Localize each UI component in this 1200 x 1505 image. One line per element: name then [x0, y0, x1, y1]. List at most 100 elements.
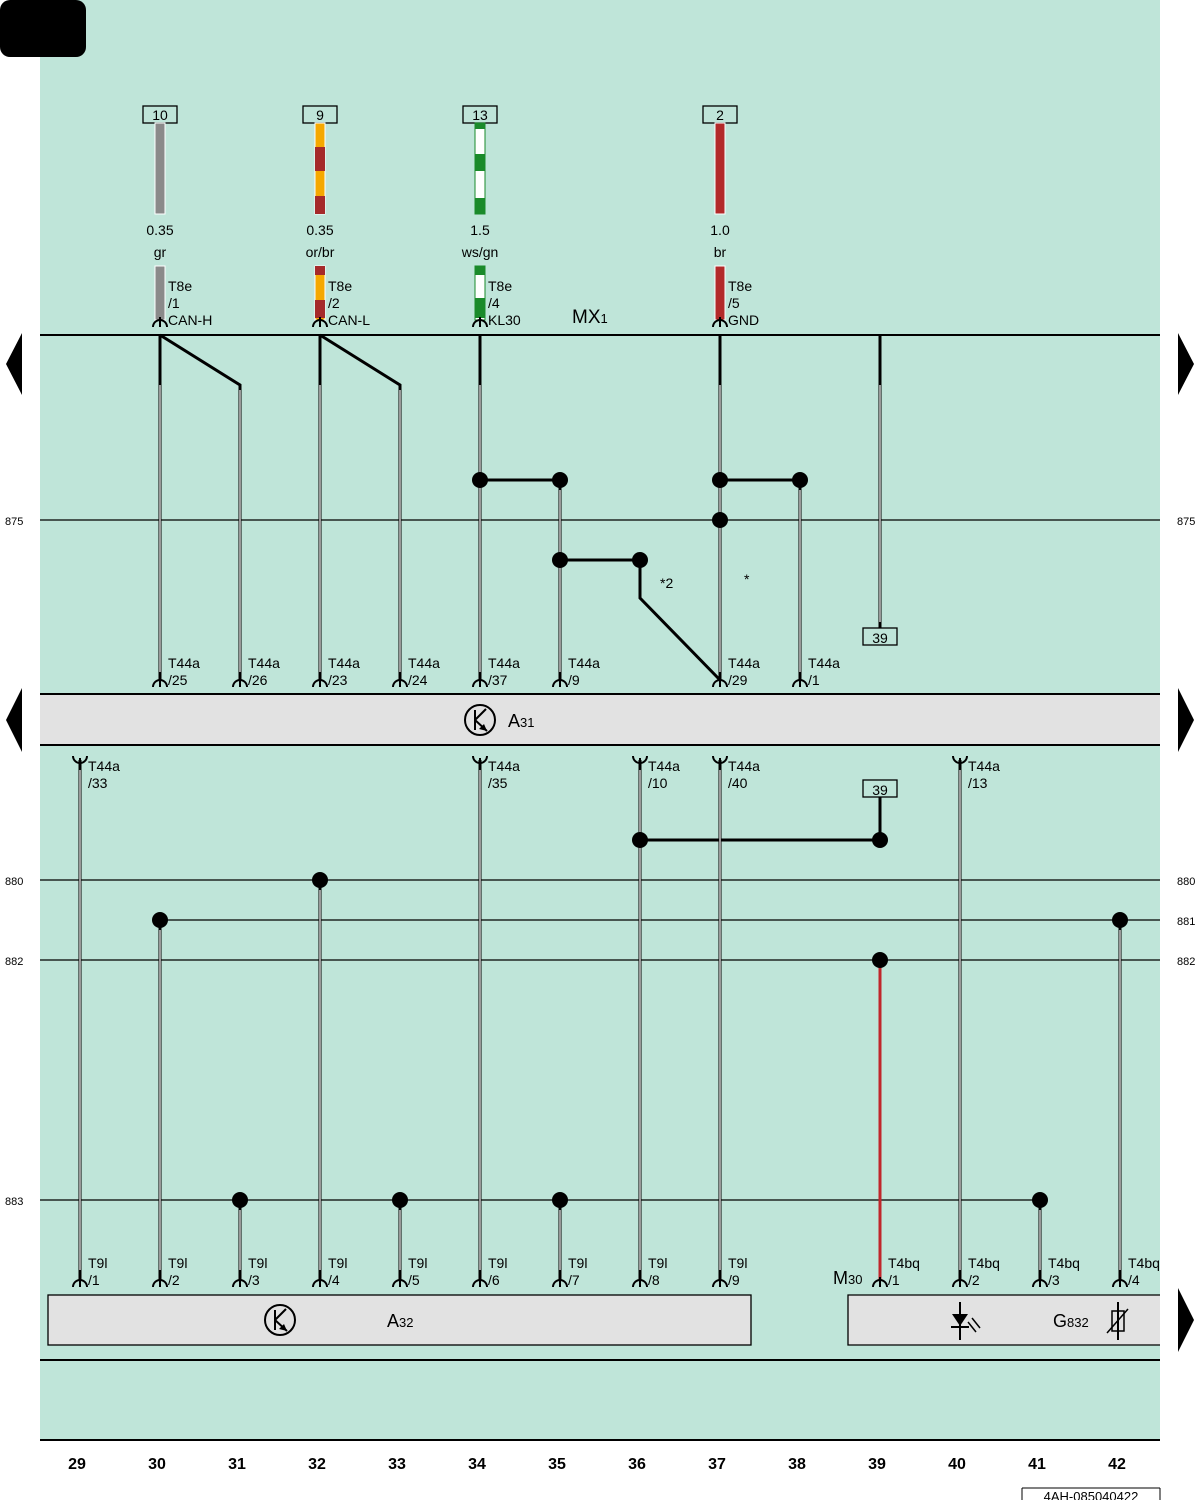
nav-arrow-right-bottom[interactable] — [1178, 1288, 1194, 1352]
column-number: 41 — [1028, 1456, 1046, 1473]
page-tab — [0, 0, 86, 57]
wire-id-10: 10 — [152, 107, 168, 123]
g832-2-conn: T4bq — [1048, 1255, 1080, 1271]
a31-bot-1-conn: T44a — [488, 758, 520, 774]
a31-control-unit[interactable]: A31 — [40, 693, 1160, 746]
wire-colour-strip-ws-gn — [474, 122, 486, 215]
a32-body — [47, 1294, 752, 1346]
g832-body — [848, 1295, 1160, 1345]
a32-7-conn: T9l — [648, 1255, 667, 1271]
a31-bot-4-conn: T44a — [968, 758, 1000, 774]
junction-dot — [312, 872, 328, 888]
wire-pin-2: /5 — [728, 295, 740, 311]
column-number: 31 — [228, 1456, 246, 1473]
wire-id-2: 2 — [716, 107, 724, 123]
a31-top-0-pin: /25 — [168, 672, 188, 688]
junction-dot — [712, 472, 728, 488]
note-star2: *2 — [660, 575, 673, 591]
ref-882-right: 882 — [1177, 956, 1195, 968]
a32-4-pin: /5 — [408, 1272, 420, 1288]
g832-3-pin: /4 — [1128, 1272, 1140, 1288]
a31-top-4-conn: T44a — [488, 655, 520, 671]
a32-5-pin: /6 — [488, 1272, 500, 1288]
a32-4-conn: T9l — [408, 1255, 427, 1271]
nav-arrow-left-top[interactable] — [6, 333, 22, 395]
control-unit-icon — [264, 1304, 296, 1336]
ref-880-left: 880 — [5, 876, 23, 888]
g832-label: G832 — [1053, 1311, 1089, 1331]
thermistor-icon — [1106, 1302, 1129, 1340]
a32-1-pin: /2 — [168, 1272, 180, 1288]
wire-size-9: 0.35 — [306, 222, 333, 238]
junction-dot — [632, 832, 648, 848]
nav-arrow-right-mid[interactable] — [1178, 688, 1194, 752]
junction-dot — [552, 1192, 568, 1208]
wire-signal-can-h: CAN-H — [168, 312, 212, 328]
g832-edge — [847, 1294, 1160, 1346]
a31-bot-3-pin: /40 — [728, 775, 748, 791]
nav-arrow-left-mid[interactable] — [6, 688, 22, 752]
a31-bot-2-conn: T44a — [648, 758, 680, 774]
junction-dot — [872, 952, 888, 968]
wire-colour-13: ws/gn — [461, 244, 499, 260]
a31-bot-3-conn: T44a — [728, 758, 760, 774]
control-unit-icon — [464, 704, 496, 736]
junction-dot — [1032, 1192, 1048, 1208]
column-number: 42 — [1108, 1456, 1126, 1473]
a32-control-unit[interactable]: A32 — [47, 1294, 752, 1346]
ref-875-right: 875 — [1177, 516, 1195, 528]
a31-bot-4-pin: /13 — [968, 775, 988, 791]
a32-5-conn: T9l — [488, 1255, 507, 1271]
a31-top-6-pin: /29 — [728, 672, 748, 688]
wire-colour-strip-gr-lower — [154, 265, 166, 321]
note-star: * — [744, 571, 750, 587]
column-number: 39 — [868, 1456, 886, 1473]
wire-branch-star2 — [560, 558, 722, 682]
a31-body — [40, 694, 1160, 745]
wire-pin-13: /4 — [488, 295, 500, 311]
column-number: 36 — [628, 1456, 646, 1473]
g832-1-pin: /2 — [968, 1272, 980, 1288]
junction-dot — [1112, 912, 1128, 928]
a31-top-1-conn: T44a — [248, 655, 280, 671]
wire-conn-2: T8e — [728, 278, 752, 294]
column-number: 29 — [68, 1456, 86, 1473]
a32-3-pin: /4 — [328, 1272, 340, 1288]
column-number: 34 — [468, 1456, 486, 1473]
a31-label: A31 — [508, 711, 534, 731]
m30-label: M30 — [833, 1268, 862, 1288]
a31-bot-0-pin: /33 — [88, 775, 108, 791]
nav-arrow-right-top[interactable] — [1178, 333, 1194, 395]
a31-top-3-pin: /24 — [408, 672, 428, 688]
wire-colour-strip-br — [714, 122, 726, 215]
wire-colour-strip-or-br — [314, 122, 326, 215]
column-number: 32 — [308, 1456, 326, 1473]
column-number: 38 — [788, 1456, 806, 1473]
g832-1-conn: T4bq — [968, 1255, 1000, 1271]
wire-colour-strip-br-lower — [714, 265, 726, 321]
g832-0-pin: /1 — [888, 1272, 900, 1288]
a32-7-pin: /8 — [648, 1272, 660, 1288]
ref-875-left: 875 — [5, 516, 23, 528]
mx1-a31-wire-group: *2 * 39 — [158, 333, 898, 682]
wire-colour-strip-ws-gn-lower — [474, 265, 486, 321]
wire-signal-gnd: GND — [728, 312, 759, 328]
wire-signal-can-l: CAN-L — [328, 312, 370, 328]
ref-881-right: 881 — [1177, 916, 1195, 928]
led-icon — [951, 1302, 981, 1340]
a31-top-0-conn: T44a — [168, 655, 200, 671]
column-number: 30 — [148, 1456, 166, 1473]
g832-2-pin: /3 — [1048, 1272, 1060, 1288]
g832-sensor[interactable]: G832 — [847, 1294, 1160, 1346]
column-number: 37 — [708, 1456, 726, 1473]
wire-colour-strip-or-br-lower — [314, 265, 326, 321]
a31-bot-1-pin: /35 — [488, 775, 508, 791]
a32-6-conn: T9l — [568, 1255, 587, 1271]
ref-883-left: 883 — [5, 1196, 23, 1208]
g832-0-conn: T4bq — [888, 1255, 920, 1271]
a31-top-7-conn: T44a — [808, 655, 840, 671]
wire-conn-13: T8e — [488, 278, 512, 294]
a32-label: A32 — [387, 1311, 413, 1331]
